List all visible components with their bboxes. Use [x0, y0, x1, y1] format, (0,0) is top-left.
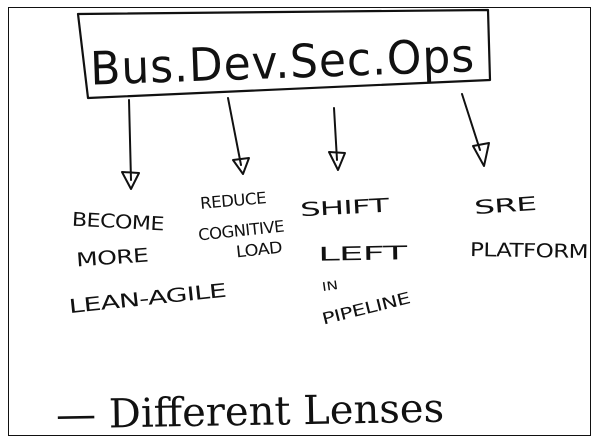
branch-4-line-1: SRE — [473, 193, 536, 219]
branch-3-line-4: PIPELINE — [320, 288, 412, 328]
branch-1-line-2: MORE — [75, 245, 148, 272]
footer-text: — Different Lenses — [56, 386, 445, 439]
arrow-4 — [461, 93, 490, 167]
branch-1-line-1: BECOME — [71, 209, 164, 236]
title-box — [76, 8, 492, 100]
image-border — [8, 7, 591, 436]
title-text: Bus.Dev.Sec.Ops — [89, 28, 476, 95]
branch-3-line-1: SHIFT — [300, 195, 391, 222]
arrow-3 — [328, 107, 346, 171]
arrow-1 — [121, 99, 140, 190]
branch-2-line-3: LOAD — [235, 238, 283, 262]
arrow-2 — [227, 97, 250, 175]
branch-1-line-3: LEAN-AGILE — [68, 280, 227, 318]
branch-3-line-3: IN — [321, 278, 339, 294]
branch-4-line-2: PLATFORM — [470, 239, 588, 263]
branch-3-line-2: LEFT — [318, 242, 408, 266]
branch-2-line-1: REDUCE — [199, 188, 267, 213]
